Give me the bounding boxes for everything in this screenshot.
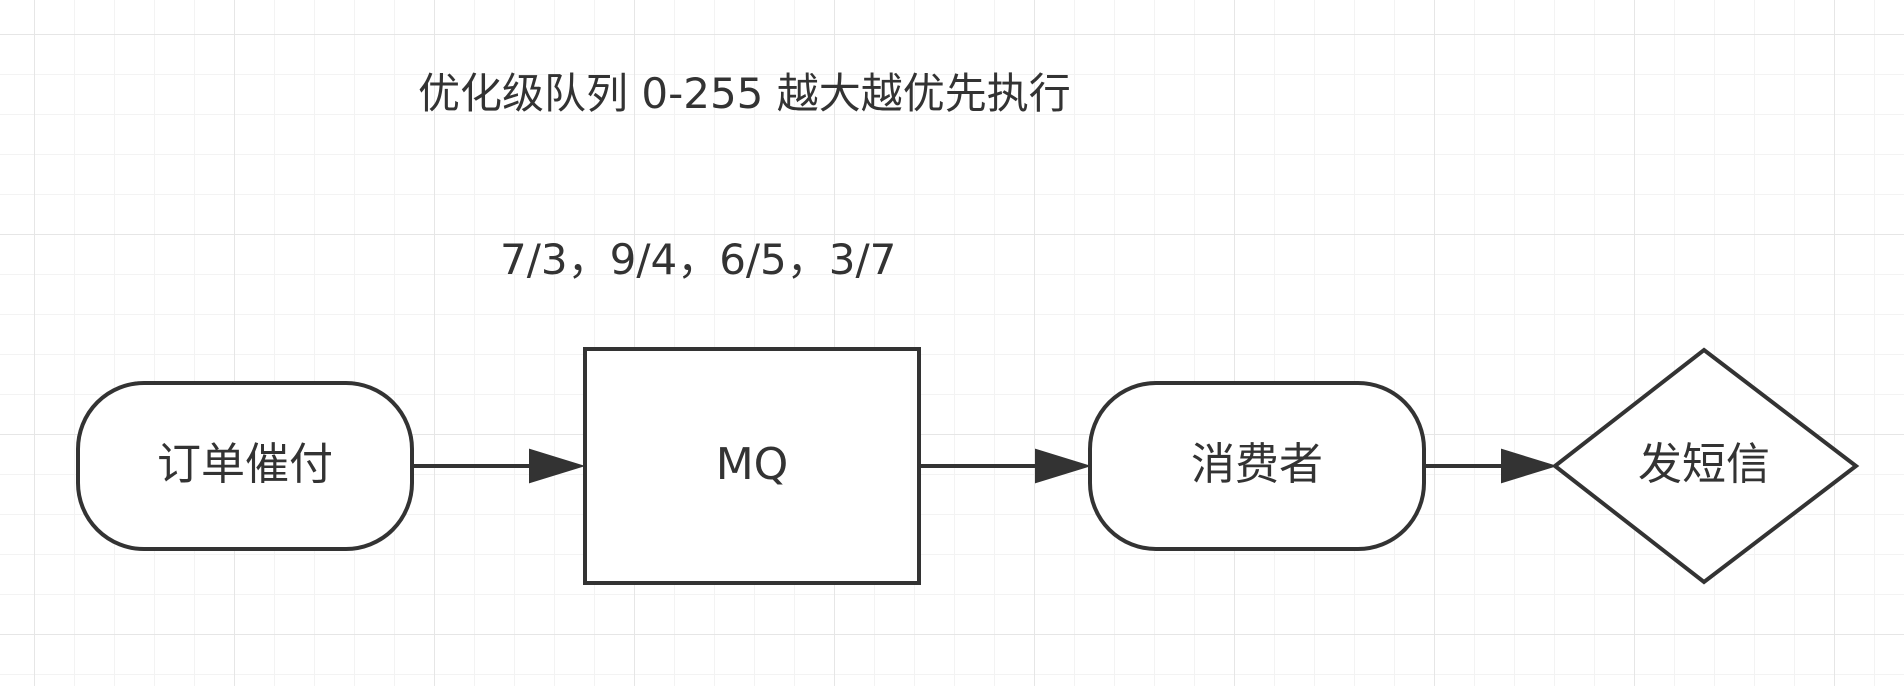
node-producer-shape (76, 381, 414, 551)
node-mq-shape (583, 347, 921, 585)
node-action-shape (1551, 347, 1860, 585)
node-consumer-label: 消费者 (1191, 439, 1323, 490)
node-consumer-shape (1088, 381, 1426, 551)
priority-queue-title: 优化级队列 0-255 越大越优先执行 (418, 69, 1071, 118)
arrowhead-icon (529, 448, 586, 484)
node-producer[interactable]: 订单催付 (76, 381, 414, 551)
edge-mq-to-consumer (921, 448, 1092, 484)
node-producer-label: 订单催付 (157, 439, 333, 490)
arrowhead-icon (1035, 448, 1092, 484)
edge-consumer-to-action (1426, 448, 1558, 484)
node-mq[interactable]: MQ (583, 347, 921, 585)
queue-contents-label: 7/3，9/4，6/5，3/7 (500, 235, 896, 284)
arrowhead-icon (1501, 448, 1558, 484)
edge-producer-to-mq (414, 448, 586, 484)
node-mq-label: MQ (716, 439, 789, 490)
node-action[interactable]: 发短信 (1551, 347, 1860, 585)
node-consumer[interactable]: 消费者 (1088, 381, 1426, 551)
node-action-label: 发短信 (1638, 439, 1770, 490)
